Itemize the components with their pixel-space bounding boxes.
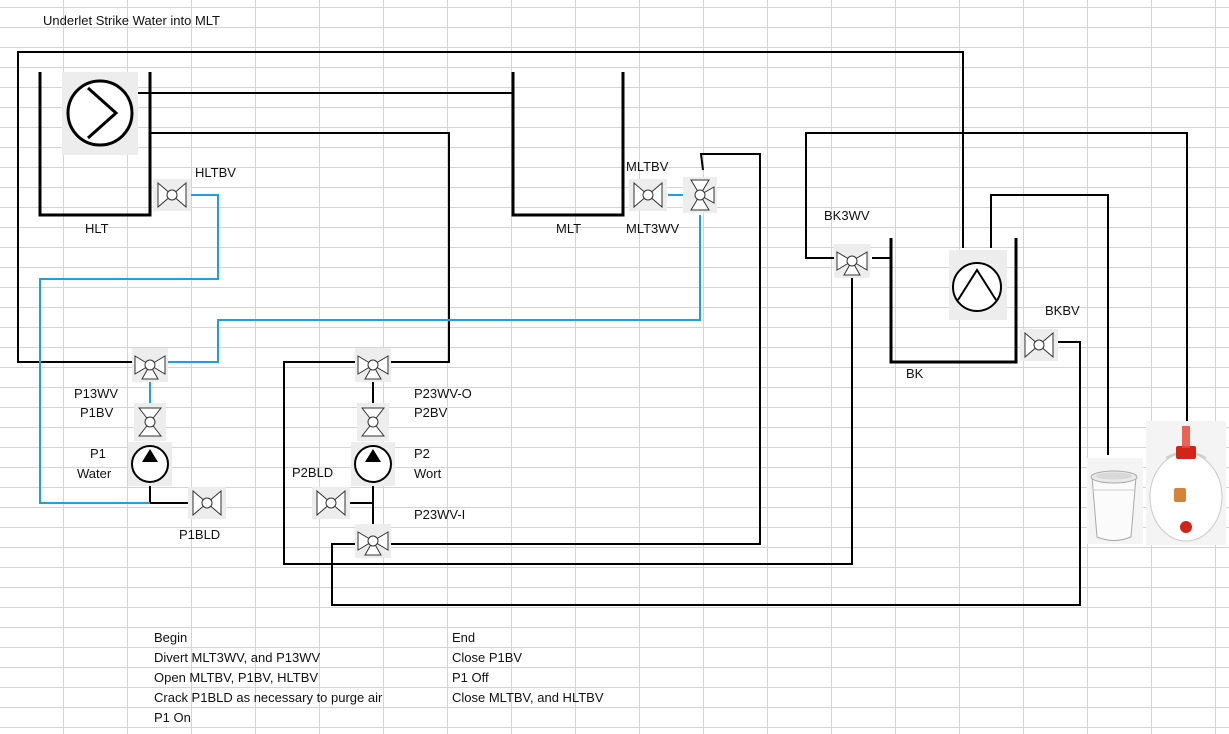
bk-vessel	[889, 238, 1018, 364]
hlt-vessel	[38, 72, 152, 217]
mltbv-valve-icon[interactable]	[628, 178, 668, 212]
mlt-vessel	[511, 72, 625, 217]
water-flow-path	[39, 194, 701, 504]
p2-role-label: Wort	[414, 466, 442, 481]
p1bv-label: P1BV	[80, 405, 114, 420]
procedure-step: Divert MLT3WV, and P13WV	[154, 650, 320, 665]
procedure-step: P1 Off	[452, 670, 489, 685]
p13wv-label: P13WV	[74, 386, 118, 401]
procedure-step: Crack P1BLD as necessary to purge air	[154, 690, 383, 705]
hlt-label: HLT	[85, 221, 109, 236]
p1bld-label: P1BLD	[179, 527, 220, 542]
p1bld-valve-icon[interactable]	[187, 486, 227, 520]
mlt3wv-label: MLT3WV	[626, 221, 680, 236]
hltbv-valve-icon[interactable]	[152, 178, 192, 212]
procedure-step: Close P1BV	[452, 650, 522, 665]
diagram-title: Underlet Strike Water into MLT	[43, 13, 220, 28]
procedure-step: End	[452, 630, 475, 645]
p23wv-i-label: P23WV-I	[414, 507, 465, 522]
p2-name-label: P2	[414, 446, 430, 461]
hltbv-label: HLTBV	[195, 165, 236, 180]
bk3wv-label: BK3WV	[824, 208, 870, 223]
bk3wv-valve-icon[interactable]	[833, 243, 871, 279]
heat-exchanger-icon	[62, 72, 138, 155]
p23wv-o-label: P23WV-O	[414, 386, 472, 401]
p2bv-valve-icon[interactable]	[356, 402, 390, 442]
p2bld-label: P2BLD	[292, 465, 333, 480]
procedure-step: Open MLTBV, P1BV, HLTBV	[154, 670, 318, 685]
p2bv-label: P2BV	[414, 405, 448, 420]
mlt-label: MLT	[556, 221, 581, 236]
p1-role-label: Water	[77, 466, 112, 481]
mltbv-label: MLTBV	[626, 159, 669, 174]
p1bv-valve-icon[interactable]	[133, 402, 167, 442]
black-piping	[17, 51, 1188, 606]
p2bld-valve-icon[interactable]	[311, 486, 351, 520]
procedure-step: P1 On	[154, 710, 191, 725]
procedure-step: Close MLTBV, and HLTBV	[452, 690, 604, 705]
procedure-step: Begin	[154, 630, 187, 645]
bucket-icon	[1087, 458, 1143, 544]
bkbv-label: BKBV	[1045, 303, 1080, 318]
procedure-begin: Begin Divert MLT3WV, and P13WV Open MLTB…	[154, 630, 383, 725]
p1-pump-icon[interactable]	[127, 441, 173, 487]
mlt3wv-valve-icon[interactable]	[682, 176, 718, 214]
bk-label: BK	[906, 366, 924, 381]
p1-name-label: P1	[90, 446, 106, 461]
procedure-end: End Close P1BV P1 Off Close MLTBV, and H…	[452, 630, 604, 705]
p23wv-o-valve-icon[interactable]	[354, 347, 392, 383]
bkbv-valve-icon[interactable]	[1019, 328, 1059, 362]
p23wv-i-valve-icon[interactable]	[354, 523, 392, 559]
heat-exchanger-icon	[949, 250, 1007, 320]
p2-pump-icon[interactable]	[350, 441, 396, 487]
p13wv-valve-icon[interactable]	[131, 347, 169, 383]
fermenter-icon	[1146, 421, 1226, 545]
